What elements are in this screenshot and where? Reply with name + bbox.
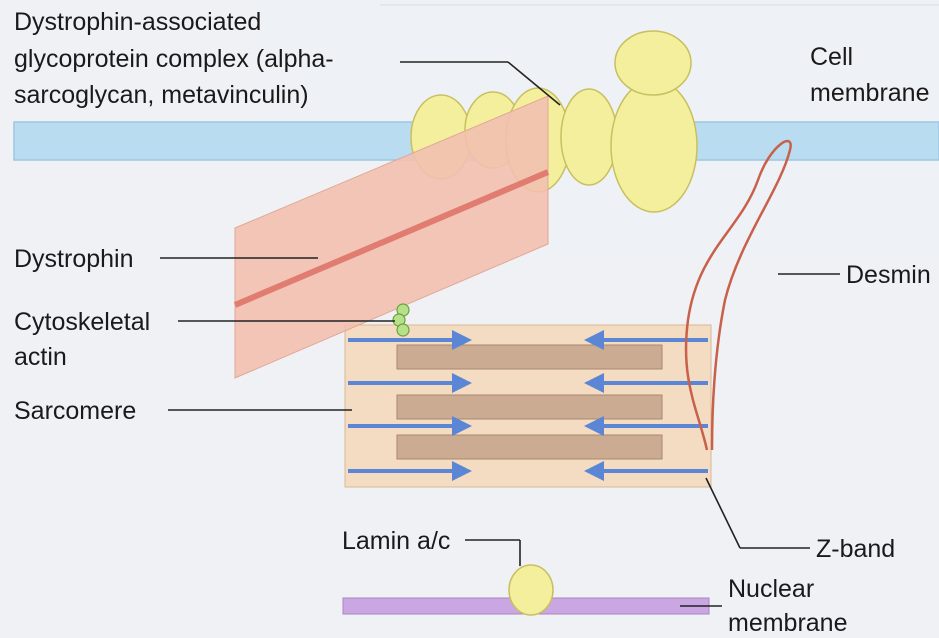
glycoprotein-subunit [561,89,617,185]
cytoskeletal-label-line2: actin [14,343,67,371]
dagc-label-line3: sarcoglycan, metavinculin) [14,81,309,109]
nuclear-membrane-label-line1: Nuclear [728,575,814,603]
thick-filament [397,395,662,419]
dagc-label-line1: Dystrophin-associated [14,8,261,36]
glycoprotein-subunit-top [615,31,691,95]
thick-filament [397,345,662,369]
lamin-a-c [509,565,553,615]
z-band-label: Z-band [816,535,895,563]
cytoskeletal-label-line1: Cytoskeletal [14,308,150,336]
lamin-label: Lamin a/c [342,527,450,555]
nuclear-membrane-label-line2: membrane [728,609,848,637]
cell-membrane-label-line2: membrane [810,79,930,107]
desmin-label: Desmin [846,261,931,289]
sarcomere-label: Sarcomere [14,397,136,425]
dagc-label-line2: glycoprotein complex (alpha- [14,45,334,73]
cell-membrane-label-line1: Cell [810,43,853,71]
thick-filament [397,435,662,459]
glycoprotein-subunit-large [611,80,697,212]
dystrophin-label: Dystrophin [14,245,134,273]
sarcomere [345,325,711,487]
